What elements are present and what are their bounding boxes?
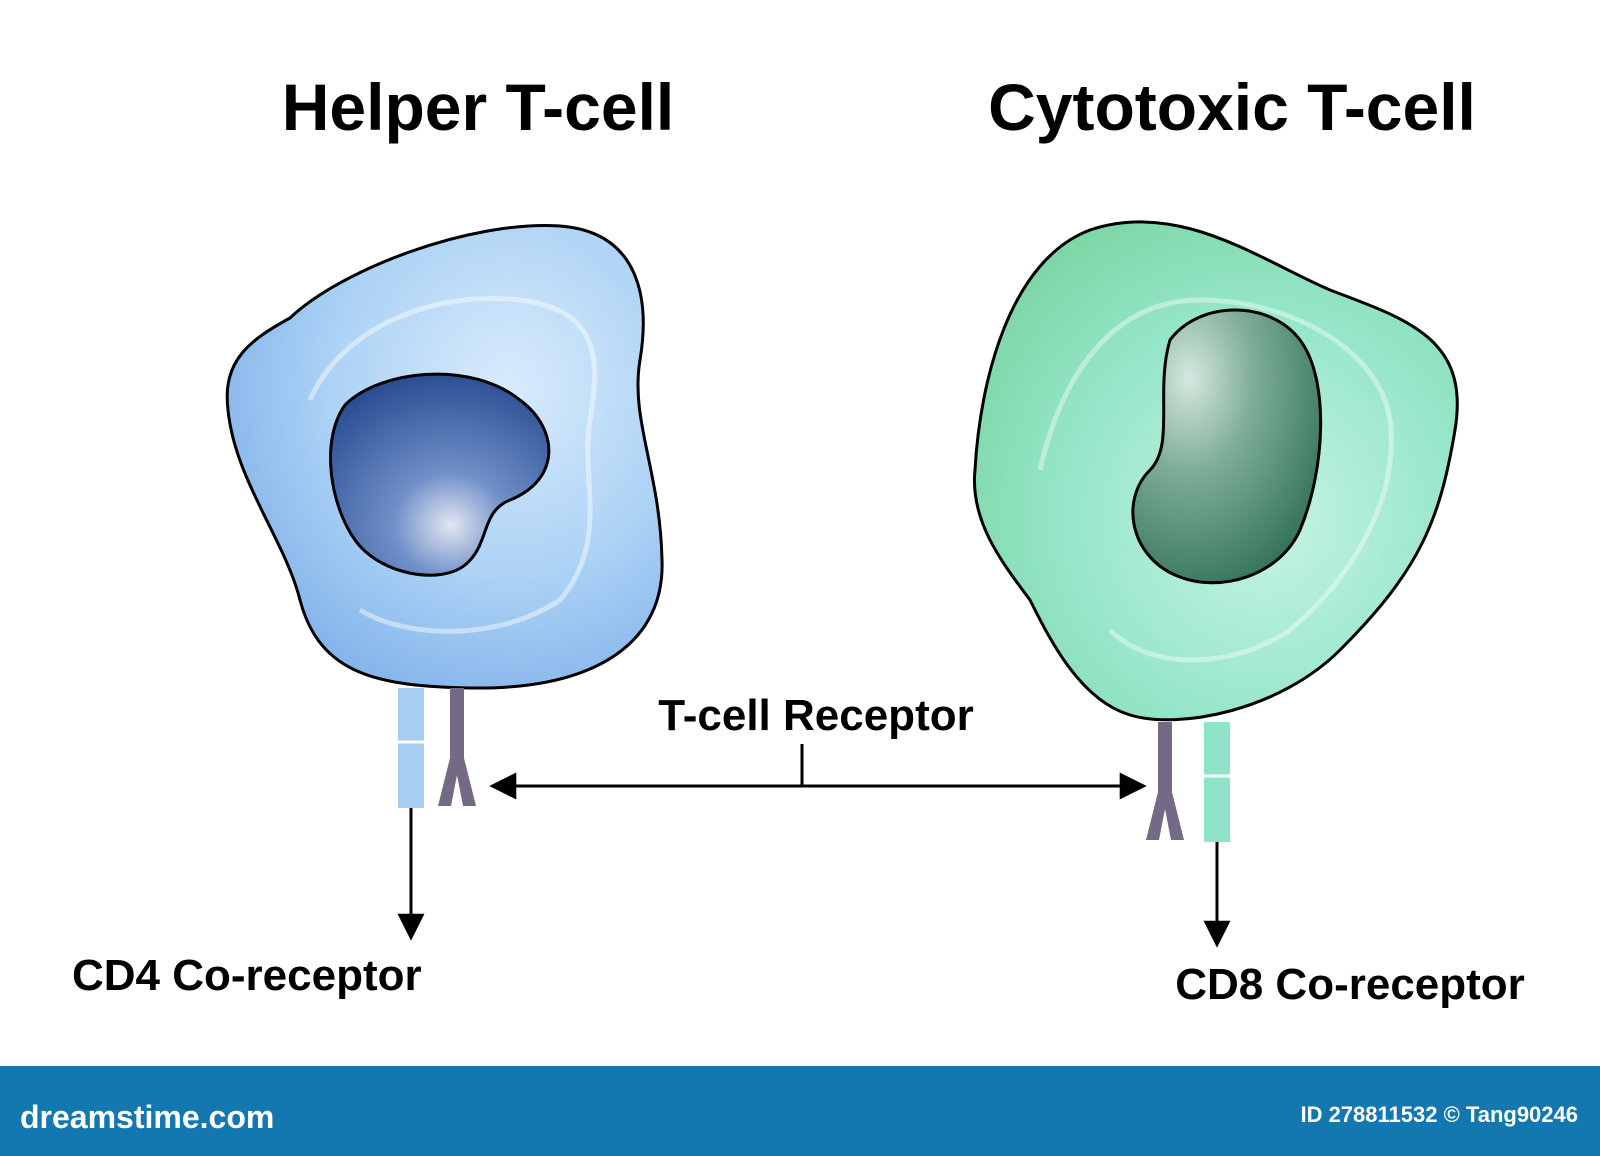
cytotoxic-title: Cytotoxic T-cell xyxy=(988,70,1476,144)
tcr-label: T-cell Receptor xyxy=(658,691,973,740)
cd8-label: CD8 Co-receptor xyxy=(1175,960,1525,1009)
footer-background xyxy=(0,1066,1600,1156)
helper-title: Helper T-cell xyxy=(282,70,675,144)
cd4-label: CD4 Co-receptor xyxy=(72,951,422,1000)
cd4-receptor xyxy=(398,688,424,808)
cytotoxic-nucleus xyxy=(1131,308,1323,585)
helper-t-cell xyxy=(225,224,664,690)
helper-nucleus xyxy=(329,372,551,577)
helper-tcr xyxy=(438,688,476,806)
helper-tcr-stem xyxy=(450,688,464,762)
cd8-receptor xyxy=(1204,722,1230,842)
footer-bar: dreamstime.com ID 278811532 © Tang90246 xyxy=(0,1066,1600,1156)
tcr-connector xyxy=(489,744,1147,800)
cytotoxic-cell-highlight xyxy=(1037,297,1394,663)
cytotoxic-t-cell xyxy=(972,220,1459,722)
helper-tcr-fork xyxy=(438,758,476,806)
cd4-receptor-stem xyxy=(398,688,424,808)
cytotoxic-tcr xyxy=(1146,722,1184,840)
cytotoxic-tcr-stem xyxy=(1158,722,1172,796)
footer-credit: ID 278811532 © Tang90246 xyxy=(1300,1102,1578,1127)
helper-cell-highlight xyxy=(307,296,597,634)
cd8-receptor-stem xyxy=(1204,722,1230,842)
cytotoxic-tcr-fork xyxy=(1146,792,1184,840)
footer-brand: dreamstime.com xyxy=(20,1099,274,1135)
